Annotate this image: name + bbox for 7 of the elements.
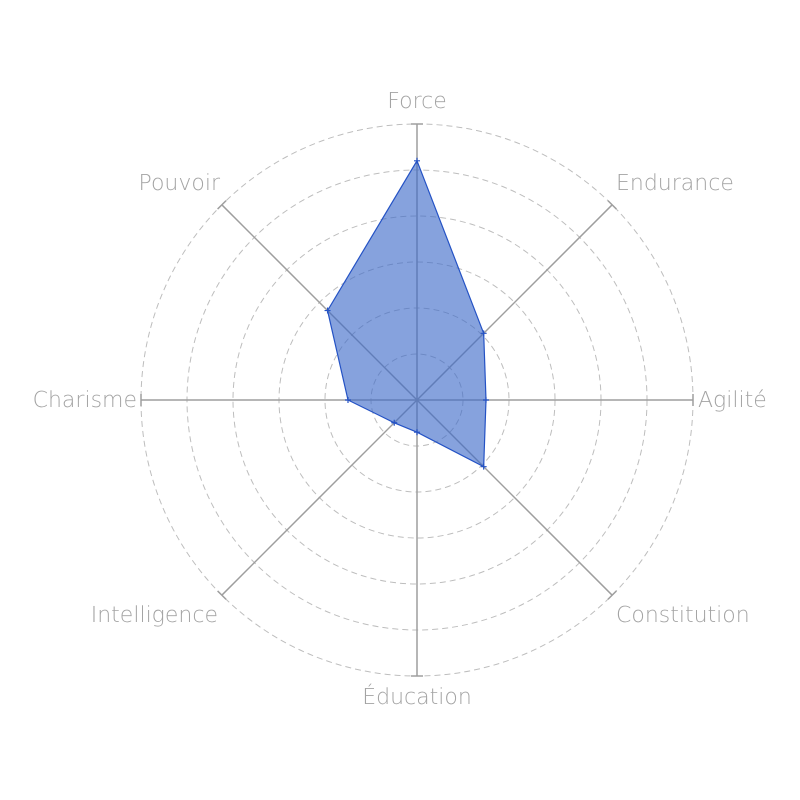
axis-label: Force bbox=[387, 91, 447, 113]
axis-label: Charisme bbox=[32, 390, 137, 412]
axis-label: Intelligence bbox=[90, 605, 218, 627]
axis-label: Pouvoir bbox=[138, 173, 220, 195]
axis-label: Agilité bbox=[698, 390, 767, 412]
axis-label: Endurance bbox=[616, 173, 734, 195]
axis-label: Constitution bbox=[616, 605, 750, 627]
